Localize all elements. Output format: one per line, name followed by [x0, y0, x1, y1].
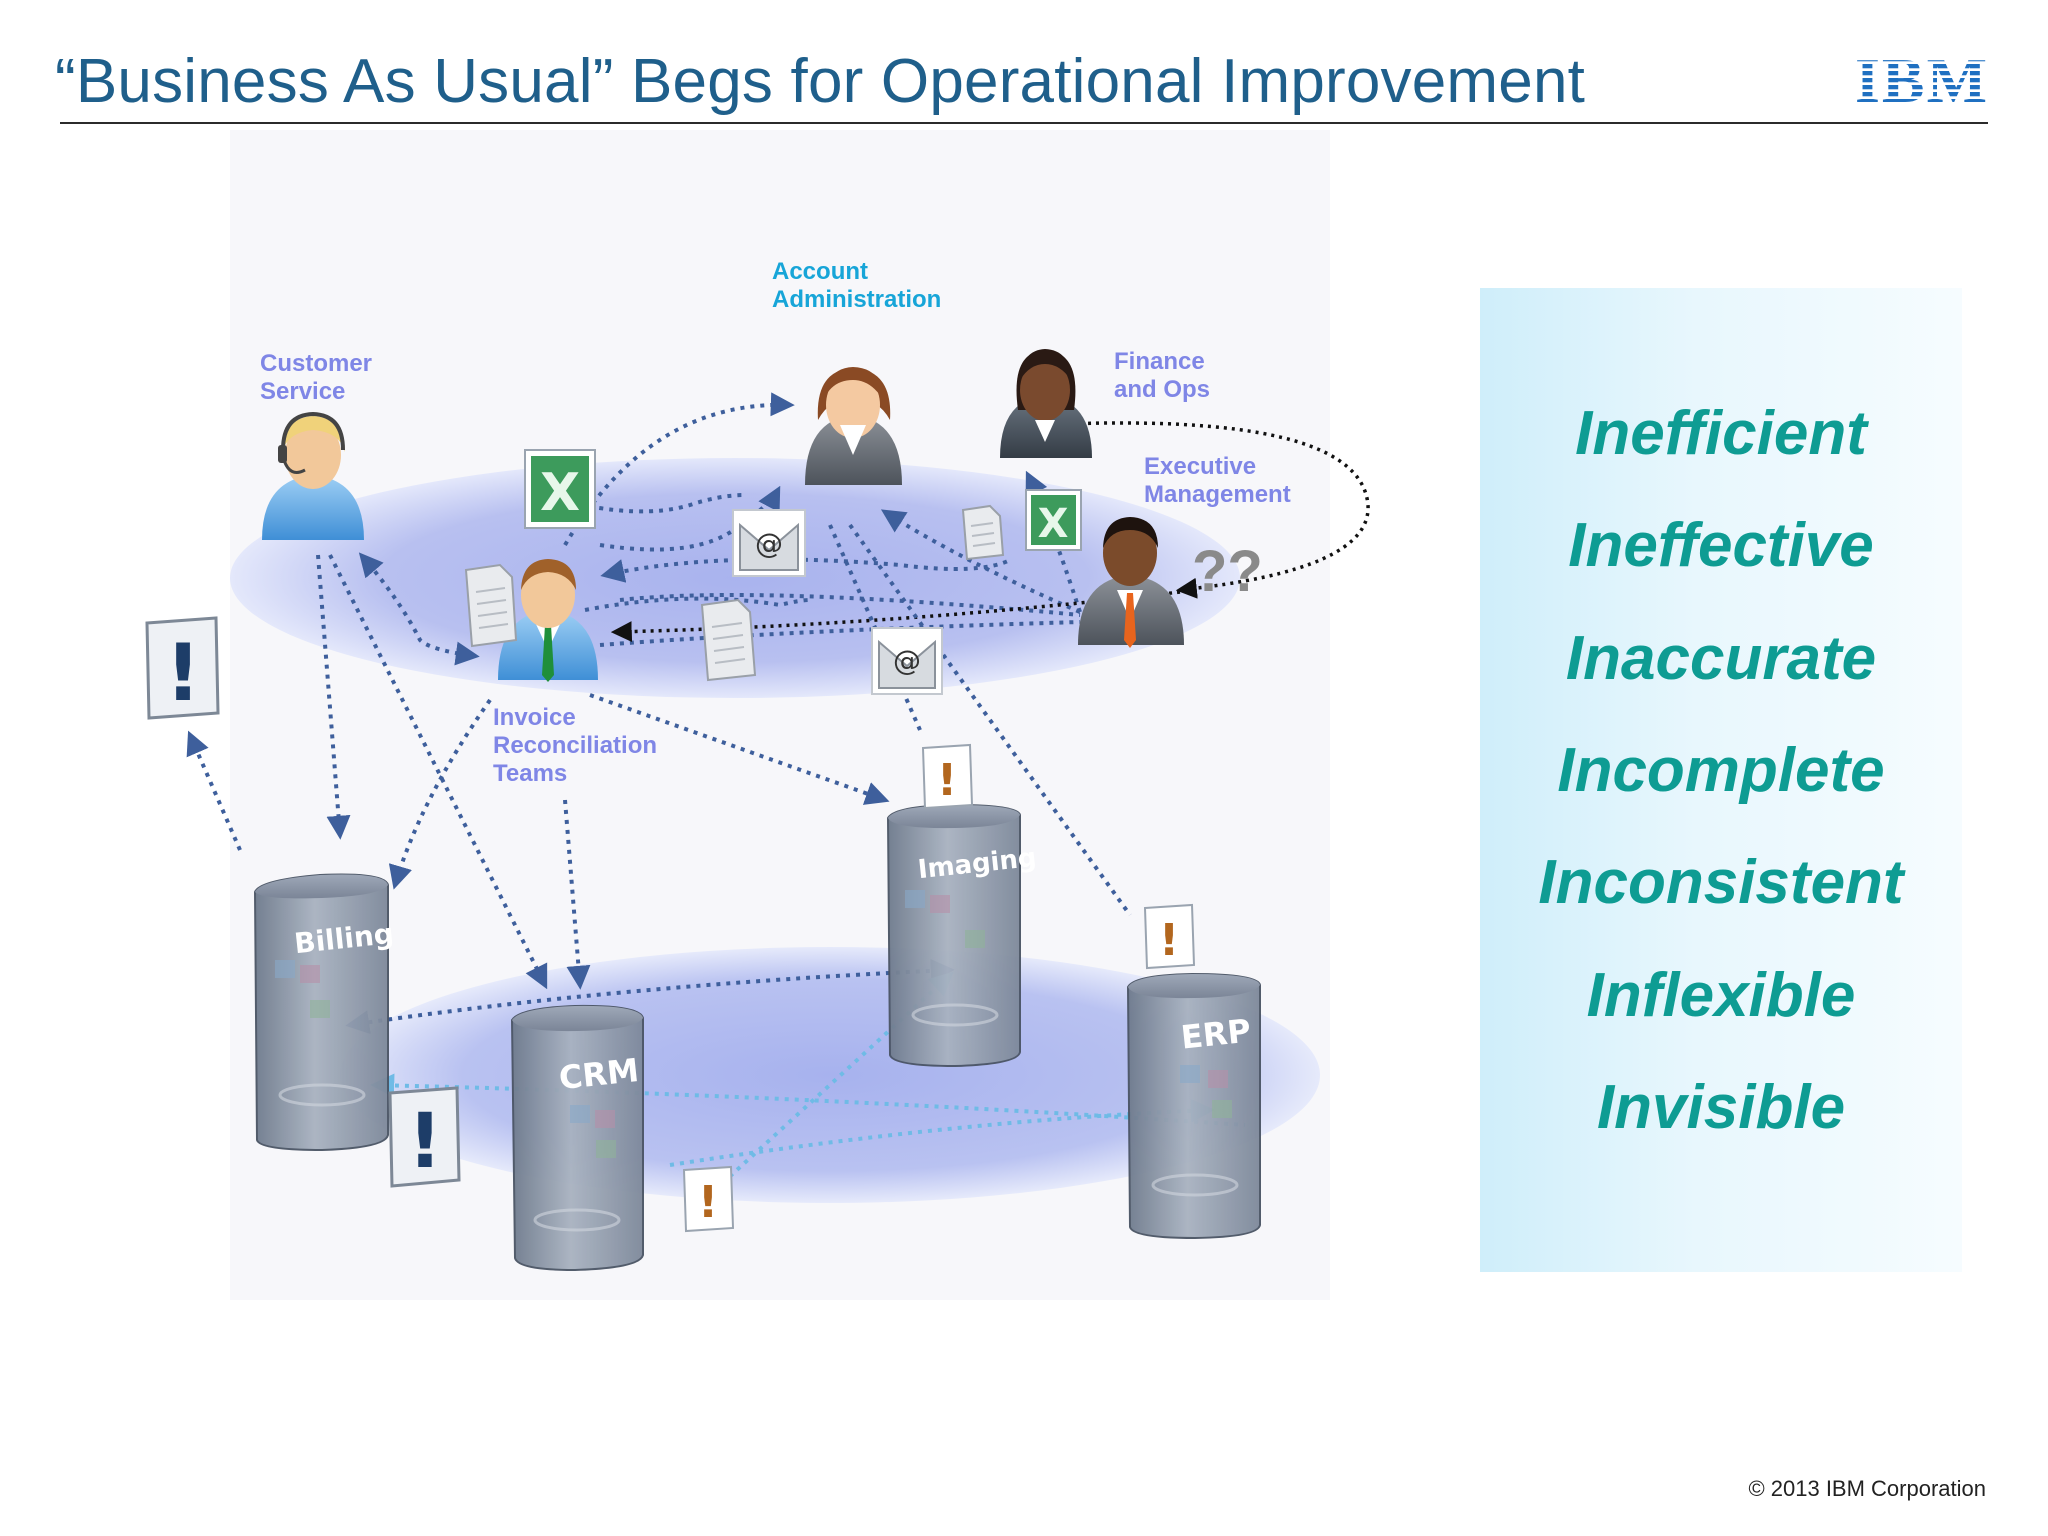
customer-service-label: Customer Service: [260, 350, 373, 405]
problem-item: Inefficient: [1575, 399, 1867, 468]
problems-panel: Inefficient Ineffective Inaccurate Incom…: [1480, 288, 1962, 1272]
invoice-reconciliation-label: Invoice Reconciliation Teams: [493, 704, 658, 787]
imaging-server: Imaging: [886, 803, 1038, 1068]
crm-server: CRM: [510, 1004, 644, 1272]
problem-item: Inconsistent: [1538, 848, 1904, 917]
executive-management-label: Executive Management: [1144, 453, 1291, 508]
account-admin-woman-icon: [805, 367, 902, 485]
title-divider: [60, 122, 1988, 124]
svg-text:!: !: [165, 629, 201, 719]
alert-icon: !: [1143, 903, 1196, 970]
svg-text:!: !: [937, 755, 957, 806]
executive-man-icon: [1078, 517, 1184, 648]
document-icon: [700, 598, 757, 682]
finance-ops-woman-icon: [1000, 349, 1092, 458]
customer-service-agent-icon: [262, 411, 364, 540]
problem-item: Ineffective: [1568, 511, 1874, 580]
slide-title: “Business As Usual” Begs for Operational…: [55, 47, 1586, 116]
excel-icon: X: [1025, 489, 1082, 551]
finance-ops-label: Finance and Ops: [1114, 348, 1211, 403]
svg-text:!: !: [408, 1096, 443, 1185]
svg-text:IBM: IBM: [1855, 50, 1989, 106]
problem-item: Inaccurate: [1565, 624, 1877, 693]
question-marks: ??: [1192, 539, 1263, 604]
svg-text:X: X: [1038, 501, 1069, 547]
problem-item: Inflexible: [1586, 961, 1856, 1030]
email-icon: @: [871, 627, 943, 695]
svg-text:@: @: [755, 527, 783, 560]
copyright-text: © 2013 IBM Corporation: [1748, 1476, 1986, 1501]
alert-icon: !: [388, 1086, 461, 1188]
ibm-logo: IBM: [1855, 50, 1989, 106]
document-icon: [961, 504, 1005, 561]
email-icon: @: [732, 509, 806, 577]
billing-server: Billing: [253, 873, 395, 1152]
problem-item: Incomplete: [1557, 736, 1885, 805]
alert-icon: !: [921, 743, 974, 810]
svg-text:@: @: [893, 644, 921, 677]
document-icon: [464, 563, 518, 648]
problem-item: Invisible: [1596, 1073, 1846, 1142]
executive-loop-arrow: [610, 421, 1370, 643]
alert-icon: !: [682, 1165, 735, 1233]
alert-icon: !: [145, 616, 220, 720]
svg-text:CRM: CRM: [557, 1051, 641, 1097]
svg-text:!: !: [698, 1177, 718, 1228]
excel-icon: X: [524, 449, 596, 529]
svg-text:ERP: ERP: [1179, 1012, 1253, 1057]
svg-text:!: !: [1159, 915, 1179, 966]
svg-text:X: X: [540, 463, 580, 523]
architecture-diagram: Billing CRM Imaging ERP: [145, 130, 1370, 1300]
invoice-reconciliation-man-icon: [498, 559, 598, 682]
account-administration-label: Account Administration: [772, 258, 942, 313]
erp-server: ERP: [1126, 972, 1261, 1240]
